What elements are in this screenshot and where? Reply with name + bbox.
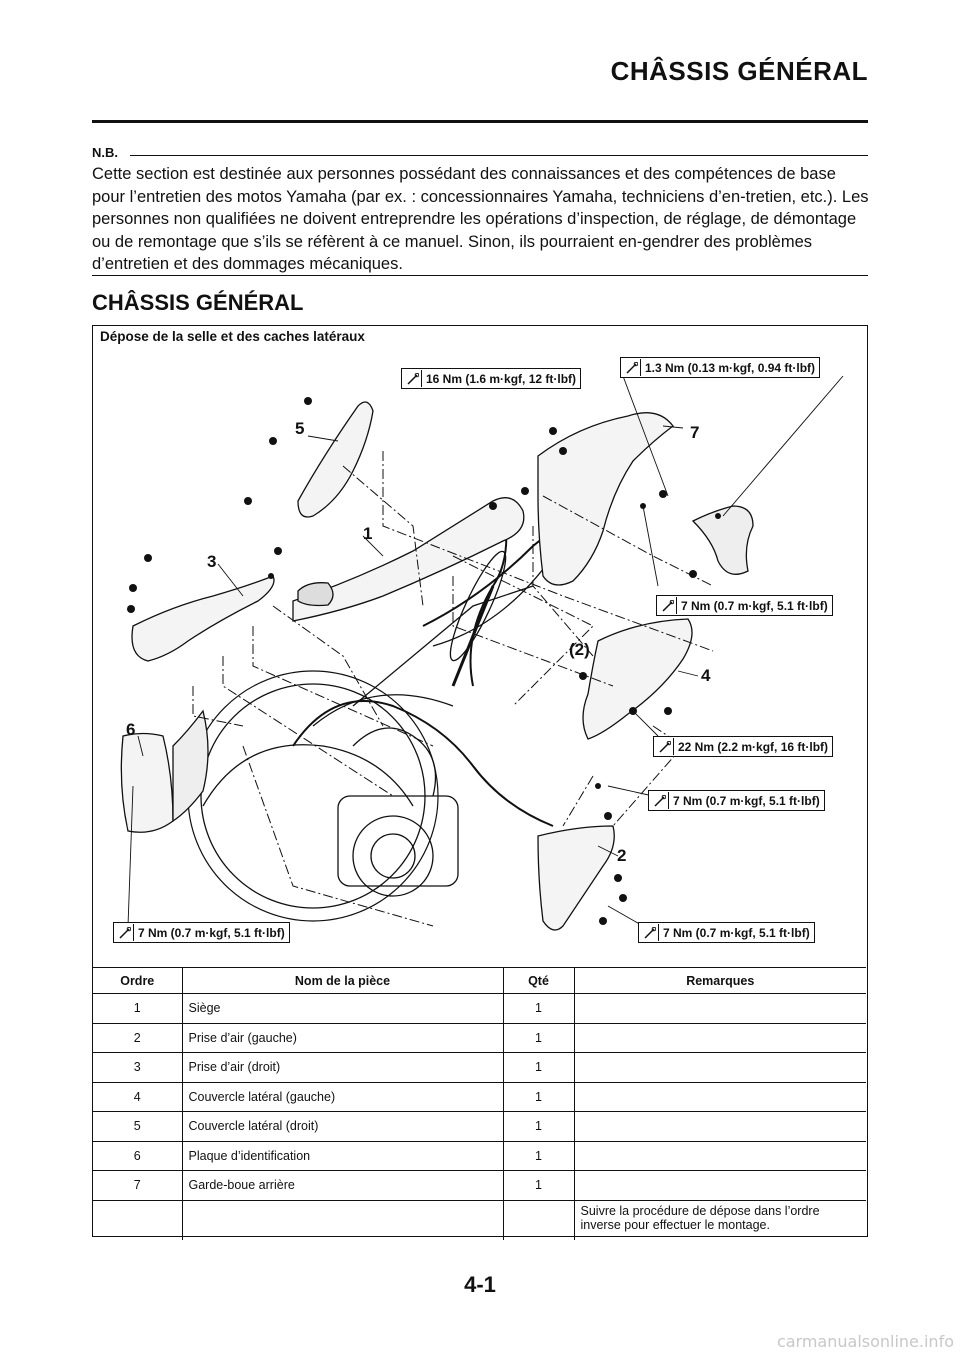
page-number: 4-1 [464,1272,496,1297]
table-row: 1 Siège 1 [93,993,866,1023]
torque-wrench-icon [623,359,641,376]
remarks-cell [573,993,866,1023]
callout-6: 6 [126,720,136,739]
quantity-cell: 1 [502,1111,574,1141]
remarks-cell [573,1140,866,1171]
torque-label: 7 Nm (0.7 m·kgf, 5.1 ft·lbf) [638,922,815,943]
part-name-cell: Prise d’air (droit) [181,1052,503,1082]
quantity-cell: 1 [502,1140,574,1171]
torque-label: 7 Nm (0.7 m·kgf, 5.1 ft·lbf) [648,790,825,811]
order-cell: 6 [93,1140,182,1171]
part-name-cell: Prise d’air (gauche) [181,1022,503,1053]
note-heading: N.B. [92,145,868,161]
remarks-cell [573,1111,866,1141]
page-header-title: CHÂSSIS GÉNÉRAL [610,56,868,86]
watermark: carmanualsonline.info [776,1332,954,1351]
empty-cell [93,1199,182,1240]
order-cell: 5 [93,1111,182,1141]
remarks-cell [573,1052,866,1082]
torque-value: 1.3 Nm (0.13 m·kgf, 0.94 ft·lbf) [645,360,816,375]
torque-value: 16 Nm (1.6 m·kgf, 12 ft·lbf) [426,371,577,386]
table-row: 4 Couvercle latéral (gauche) 1 [93,1081,866,1112]
part-name-cell: Couvercle latéral (gauche) [181,1081,503,1112]
figure-caption: Dépose de la selle et des caches latérau… [100,329,365,344]
torque-value: 7 Nm (0.7 m·kgf, 5.1 ft·lbf) [673,793,820,808]
torque-label: 7 Nm (0.7 m·kgf, 5.1 ft·lbf) [656,595,833,616]
table-row: 3 Prise d’air (droit) 1 [93,1052,866,1082]
table-footer-row: Suivre la procédure de dépose dans l’ord… [93,1199,866,1240]
torque-value: 7 Nm (0.7 m·kgf, 5.1 ft·lbf) [138,925,285,940]
column-header: Remarques [573,967,866,994]
note-label: N.B. [92,145,118,160]
assembly-note: Suivre la procédure de dépose dans l’ord… [573,1199,866,1240]
quantity-cell: 1 [502,1081,574,1112]
callout-3: 3 [207,552,217,571]
column-header: Ordre [93,967,182,994]
note-text: Cette section est destinée aux personnes… [92,165,869,273]
torque-wrench-icon [659,597,677,614]
table-row: 5 Couvercle latéral (droit) 1 [93,1111,866,1141]
torque-wrench-icon [116,924,134,941]
callout-4: 4 [701,666,711,685]
torque-label: 16 Nm (1.6 m·kgf, 12 ft·lbf) [401,368,582,389]
torque-wrench-icon [656,738,674,755]
order-cell: 7 [93,1170,182,1200]
callout-2: 2 [617,846,627,865]
quantity-cell: 1 [502,1022,574,1053]
callout-1: 1 [363,524,373,543]
torque-value: 7 Nm (0.7 m·kgf, 5.1 ft·lbf) [681,598,828,613]
torque-wrench-icon [404,370,422,387]
exploded-diagram [120,375,844,931]
part-name-cell: Garde-boue arrière [181,1170,503,1200]
note-line [130,155,868,156]
order-cell: 2 [93,1022,182,1053]
torque-label: 22 Nm (2.2 m·kgf, 16 ft·lbf) [653,736,834,757]
order-cell: 1 [93,993,182,1023]
table-row: 2 Prise d’air (gauche) 1 [93,1022,866,1053]
table-row: 7 Garde-boue arrière 1 [93,1170,866,1200]
parts-table: Ordre Nom de la pièce Qté Remarques 1 Si… [93,967,866,1240]
table-row: 6 Plaque d’identification 1 [93,1140,866,1171]
order-cell: 4 [93,1081,182,1112]
quantity-cell: 1 [502,993,574,1023]
column-header: Nom de la pièce [181,967,503,994]
exploded-view-figure: Dépose de la selle et des caches latérau… [92,325,868,1240]
quantity-cell: 1 [502,1170,574,1200]
remarks-cell [573,1170,866,1200]
callout-5: 5 [295,419,305,438]
callout-7: 7 [690,423,700,442]
torque-label: 1.3 Nm (0.13 m·kgf, 0.94 ft·lbf) [620,357,821,378]
part-name-cell: Siège [181,993,503,1023]
torque-value: 22 Nm (2.2 m·kgf, 16 ft·lbf) [678,739,829,754]
empty-cell [181,1199,503,1240]
torque-wrench-icon [651,792,669,809]
order-cell: 3 [93,1052,182,1082]
remarks-cell [573,1022,866,1053]
column-header: Qté [502,967,574,994]
callout-quantity-2: (2) [569,640,590,659]
quantity-cell: 1 [502,1052,574,1082]
part-name-cell: Couvercle latéral (droit) [181,1111,503,1141]
table-header-row: Ordre Nom de la pièce Qté Remarques [93,967,866,994]
torque-label: 7 Nm (0.7 m·kgf, 5.1 ft·lbf) [113,922,290,943]
torque-value: 7 Nm (0.7 m·kgf, 5.1 ft·lbf) [663,925,810,940]
empty-cell [502,1199,574,1240]
part-name-cell: Plaque d’identification [181,1140,503,1171]
torque-wrench-icon [641,924,659,941]
section-title: CHÂSSIS GÉNÉRAL [92,290,304,315]
remarks-cell [573,1081,866,1112]
note-rule [92,275,868,276]
header-rule [92,120,868,123]
